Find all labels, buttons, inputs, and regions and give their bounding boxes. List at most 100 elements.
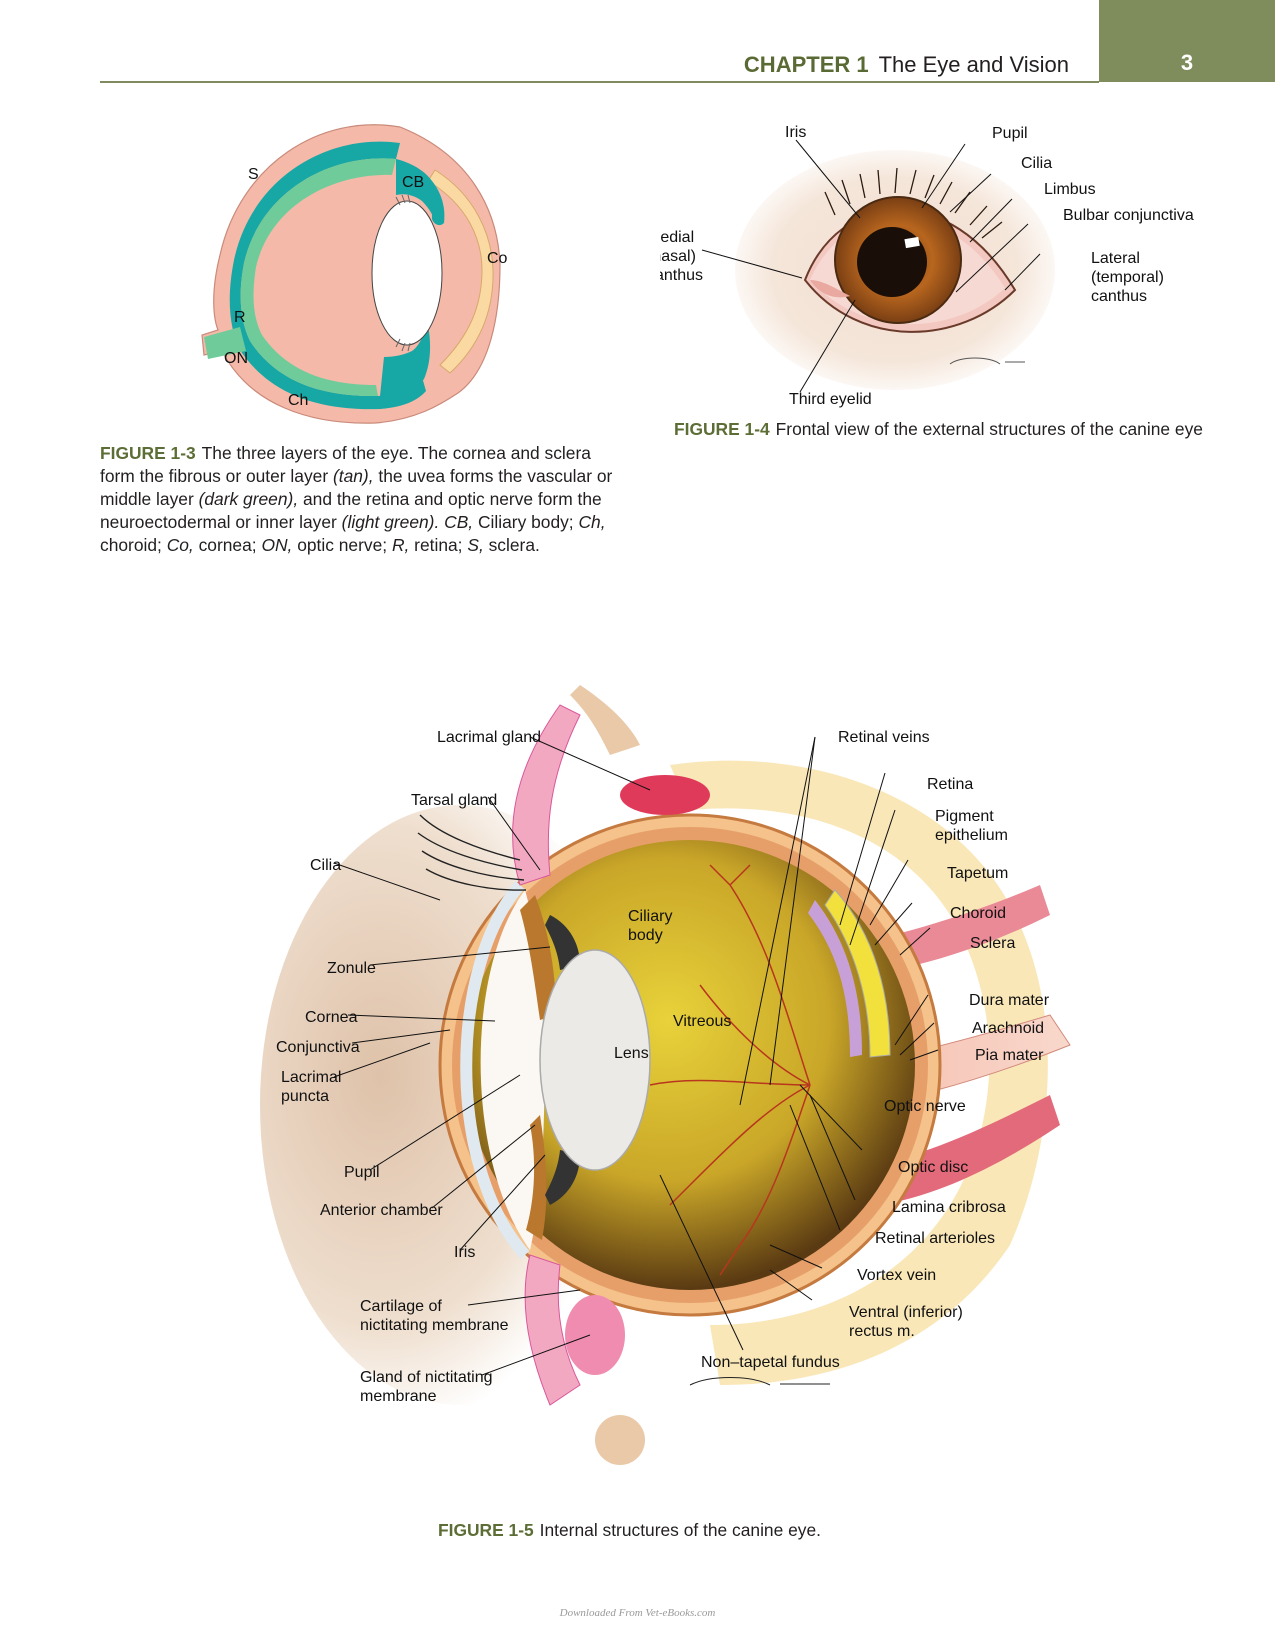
chapter-label: CHAPTER 1: [743, 52, 869, 77]
third-eyelid-shape: [810, 280, 850, 298]
caption-italic: Co,: [166, 535, 194, 555]
figure-1-5-leaders: [333, 736, 939, 1376]
label-puncta-1: Lacrimal: [281, 1069, 341, 1086]
figure-1-3-label: FIGURE 1-3: [100, 443, 196, 463]
caption-text: The three layers of the eye. The cornea …: [100, 443, 591, 486]
label-lateral-2: (temporal): [1091, 269, 1164, 286]
label-optic-disc: Optic disc: [898, 1159, 968, 1176]
retina-layer: [240, 158, 396, 397]
iris-upper: [520, 895, 556, 1020]
lens-shape: [371, 200, 443, 346]
label-gland-1: Gland of nictitating: [360, 1369, 493, 1386]
label-pupil: Pupil: [992, 125, 1028, 142]
label-gland-2: membrane: [360, 1388, 437, 1405]
retinal-vessels: [649, 864, 811, 1276]
caption-italic: S,: [467, 535, 484, 555]
label-limbus: Limbus: [1044, 181, 1096, 198]
label-optic-nerve: Optic nerve: [884, 1098, 966, 1115]
orbital-bone-upper: [570, 685, 640, 755]
label-vortex: Vortex vein: [857, 1267, 936, 1284]
label-cb: CB: [402, 174, 424, 191]
label-s: S: [248, 166, 259, 183]
upper-lashes: [824, 167, 1003, 239]
ciliary-body-shape: [545, 915, 580, 970]
iris-lower: [526, 1115, 547, 1240]
caption-italic: Ch,: [578, 512, 606, 532]
label-dura: Dura mater: [969, 992, 1050, 1009]
orbital-bone-lower: [595, 1415, 645, 1465]
caption-text: sclera.: [483, 535, 540, 555]
figure-1-4-label: FIGURE 1-4: [674, 419, 770, 439]
label-lateral-3: canthus: [1091, 288, 1147, 305]
lens-shape: [539, 949, 651, 1171]
label-non-tapetal: Non–tapetal fundus: [701, 1354, 840, 1371]
figure-1-4-illustration: Iris Pupil Cilia Limbus Bulbar conjuncti…: [660, 124, 1194, 408]
anterior-chamber-area: [480, 890, 545, 1250]
chapter-title: The Eye and Vision: [878, 52, 1069, 77]
figure-1-4-caption-text: Frontal view of the external structures …: [775, 419, 1203, 439]
caption-italic: (dark green),: [198, 489, 299, 509]
caption-text: and the retina and optic nerve form the …: [100, 489, 602, 532]
upper-eyelid: [512, 704, 581, 886]
cornea-layer: [427, 169, 494, 374]
label-pupil: Pupil: [344, 1164, 380, 1181]
caption-italic: (tan),: [332, 466, 374, 486]
label-zonule: Zonule: [327, 960, 376, 977]
label-sclera: Sclera: [970, 935, 1015, 952]
label-ciliary-1: Ciliary: [628, 908, 672, 925]
label-cilia: Cilia: [1021, 155, 1052, 172]
pigment-epithelium-layer: [808, 900, 862, 1057]
caption-italic: ON,: [261, 535, 293, 555]
label-ventral-2: rectus m.: [849, 1323, 915, 1340]
label-cartilage-1: Cartilage of: [360, 1298, 442, 1315]
caption-text: the uvea forms the vascular or middle la…: [100, 466, 613, 509]
ciliary-body-lower: [380, 325, 431, 397]
caption-text: retina;: [409, 535, 468, 555]
label-tarsal-gland: Tarsal gland: [411, 792, 497, 809]
label-vitreous: Vitreous: [673, 1013, 731, 1030]
label-lamina: Lamina cribrosa: [892, 1199, 1006, 1216]
caption-text: optic nerve;: [292, 535, 392, 555]
label-medial-2: (nasal): [660, 248, 696, 265]
label-r: R: [234, 309, 246, 326]
label-pia: Pia mater: [975, 1047, 1044, 1064]
label-pigment-1: Pigment: [935, 808, 994, 825]
caption-italic: R,: [391, 535, 410, 555]
label-iris: Iris: [785, 124, 806, 141]
ciliary-body-upper: [396, 159, 439, 223]
caption-italic: (light green). CB,: [341, 512, 474, 532]
tapetum-layer: [824, 889, 891, 1058]
zonule-fibers: [395, 194, 411, 352]
label-lacrimal-gland: Lacrimal gland: [437, 729, 541, 746]
optic-nerve-stub: [204, 327, 246, 359]
lower-eyelid: [524, 1254, 581, 1406]
label-pigment-2: epithelium: [935, 827, 1008, 844]
label-co: Co: [487, 250, 508, 267]
caption-text: cornea;: [193, 535, 262, 555]
label-arachnoid: Arachnoid: [972, 1020, 1044, 1037]
running-header: CHAPTER 1 The Eye and Vision: [744, 52, 1069, 78]
label-choroid: Choroid: [950, 905, 1006, 922]
pupil-highlight: [904, 236, 920, 249]
caption-text: Ciliary body;: [473, 512, 579, 532]
label-conjunctiva: Conjunctiva: [276, 1039, 360, 1056]
label-bulbar-conjunctiva: Bulbar conjunctiva: [1063, 207, 1194, 224]
nictitating-gland-shape: [565, 1295, 625, 1375]
cornea-shape: [460, 881, 530, 1259]
rectus-muscle: [870, 1095, 1060, 1205]
label-arterioles: Retinal arterioles: [875, 1230, 995, 1247]
label-cornea: Cornea: [305, 1009, 358, 1026]
label-medial-1: Medial: [660, 229, 694, 246]
label-cilia: Cilia: [310, 857, 341, 874]
orbital-fat: [670, 760, 1048, 1385]
header-rule: [100, 81, 1099, 83]
figure-1-4-leaders: [701, 139, 1041, 393]
label-ciliary-2: body: [628, 927, 663, 944]
download-watermark: Downloaded From Vet-eBooks.com: [559, 1607, 716, 1619]
page-number: 3: [1180, 50, 1194, 75]
lashes: [417, 814, 527, 891]
ciliary-body-lower: [545, 1150, 580, 1205]
label-cartilage-2: nictitating membrane: [360, 1317, 509, 1334]
